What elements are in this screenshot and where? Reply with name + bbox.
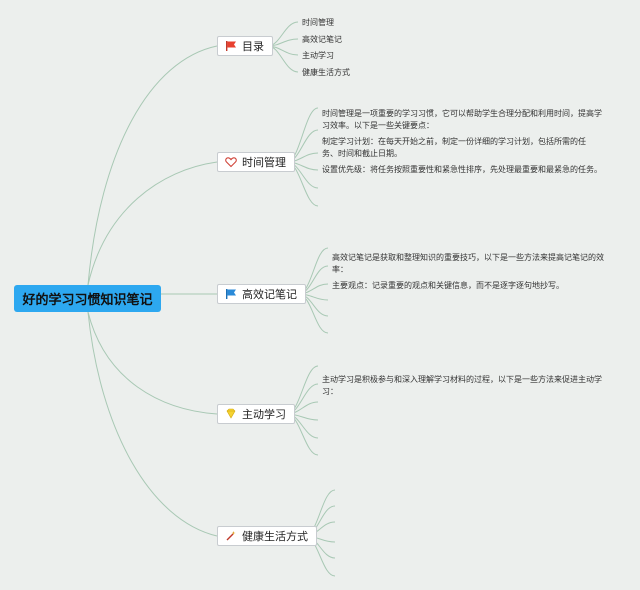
- toc-item[interactable]: 健康生活方式: [302, 68, 350, 77]
- time-management-intro[interactable]: 时间管理是一项重要的学习习惯，它可以帮助学生合理分配和利用时间，提高学习效率。以…: [322, 109, 602, 130]
- branch-time-management-label: 时间管理: [242, 156, 286, 169]
- red-flag-icon: [225, 40, 237, 52]
- time-management-plan[interactable]: 制定学习计划：在每天开始之前，制定一份详细的学习计划，包括所需的任务、时间和截止…: [322, 137, 586, 158]
- note-taking-key-points[interactable]: 主要观点：记录重要的观点和关键信息，而不是逐字逐句地抄写。: [332, 281, 564, 290]
- branch-note-taking-label: 高效记笔记: [242, 288, 297, 301]
- blue-flag-icon: [225, 288, 237, 300]
- branch-healthy-lifestyle[interactable]: 健康生活方式: [217, 526, 317, 546]
- lightbulb-icon: [225, 408, 237, 420]
- branch-active-learning[interactable]: 主动学习: [217, 404, 295, 424]
- branch-toc[interactable]: 目录: [217, 36, 273, 56]
- heart-icon: [225, 156, 237, 168]
- branch-active-learning-label: 主动学习: [242, 408, 286, 421]
- branch-toc-label: 目录: [242, 40, 264, 53]
- active-learning-intro[interactable]: 主动学习是积极参与和深入理解学习材料的过程，以下是一些方法来促进主动学习：: [322, 375, 602, 396]
- branch-time-management[interactable]: 时间管理: [217, 152, 295, 172]
- wand-icon: [225, 530, 237, 542]
- branch-healthy-lifestyle-label: 健康生活方式: [242, 530, 308, 543]
- time-management-priority[interactable]: 设置优先级：将任务按照重要性和紧急性排序，先处理最重要和最紧急的任务。: [322, 165, 602, 174]
- note-taking-intro[interactable]: 高效记笔记是获取和整理知识的重要技巧，以下是一些方法来提高记笔记的效率：: [332, 253, 604, 274]
- root-topic[interactable]: 好的学习习惯知识笔记: [14, 285, 161, 312]
- toc-item[interactable]: 主动学习: [302, 51, 334, 60]
- branch-note-taking[interactable]: 高效记笔记: [217, 284, 306, 304]
- toc-item[interactable]: 高效记笔记: [302, 35, 342, 44]
- root-topic-label: 好的学习习惯知识笔记: [22, 293, 153, 308]
- toc-item[interactable]: 时间管理: [302, 18, 334, 27]
